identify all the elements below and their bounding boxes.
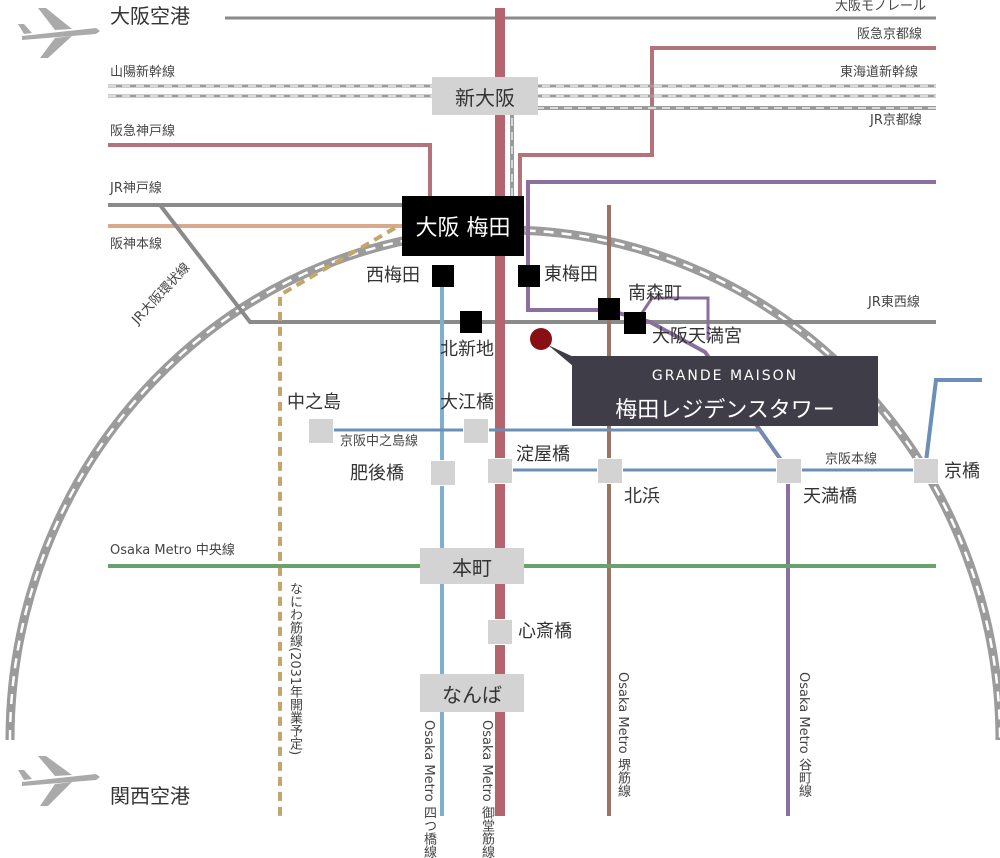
station-marker-osaka-tenmangu <box>624 312 646 334</box>
station-marker-higobashi <box>430 460 456 486</box>
line-label-hankyu-kobe: 阪急神戸線 <box>110 124 176 139</box>
line-label-tokaido-shinkansen: 東海道新幹線 <box>840 65 919 80</box>
station-label-shinsaibashi: 心斎橋 <box>518 621 572 642</box>
station-marker-minami-morimachi <box>598 298 620 320</box>
line-label-jr-tozai: JR東西線 <box>868 295 920 310</box>
line-label-keihan-nakanoshima: 京阪中之島線 <box>340 434 419 449</box>
station-label-kitashinchi: 北新地 <box>440 339 494 360</box>
jr-loop-line-dash <box>8 228 1000 741</box>
station-label-tenmabashi: 天満橋 <box>803 486 857 507</box>
airport-itami-label: 大阪空港 <box>110 4 190 28</box>
station-label-osaka-tenmangu: 大阪天満宮 <box>652 326 742 347</box>
station-osaka-umeda: 大阪 梅田 <box>402 196 524 256</box>
line-label-jr-kyoto: JR京都線 <box>870 113 922 128</box>
station-marker-higashi-umeda <box>518 265 540 287</box>
station-marker-oebashi <box>463 418 489 444</box>
line-label-midosuji: Osaka Metro 御堂筋線 <box>478 720 494 858</box>
airplane-icon <box>18 756 100 806</box>
station-marker-shinsaibashi <box>487 619 513 645</box>
station-marker-kitashinchi <box>460 311 482 333</box>
station-honmachi: 本町 <box>420 548 524 584</box>
airport-kansai-label: 関西空港 <box>110 784 190 808</box>
line-label-jr-kobe: JR神戸線 <box>110 181 162 196</box>
station-marker-nakanoshima <box>308 418 334 444</box>
line-label-sanyo-shinkansen: 山陽新幹線 <box>110 65 176 80</box>
station-label-yodoyabashi: 淀屋橋 <box>516 444 570 465</box>
property-marker <box>530 328 552 350</box>
station-label-nakanoshima: 中之島 <box>287 392 341 413</box>
hankyu-kyoto-line <box>518 46 936 196</box>
station-marker-kyobashi <box>913 458 939 484</box>
airplane-icon <box>18 8 100 58</box>
keihan-branch-line <box>923 378 982 471</box>
line-label-yotsubashi: Osaka Metro 四つ橋線 <box>420 720 436 858</box>
station-label-minami-morimachi: 南森町 <box>628 283 682 304</box>
line-label-hankyu-kyoto: 阪急京都線 <box>857 27 923 42</box>
property-callout: GRANDE MAISON 梅田レジデンスタワー <box>572 356 878 426</box>
line-label-hanshin: 阪神本線 <box>110 237 163 252</box>
property-name: 梅田レジデンスタワー <box>615 398 835 423</box>
line-label-sakaisuji: Osaka Metro 堺筋線 <box>614 672 630 797</box>
line-label-keihan-main: 京阪本線 <box>825 452 878 467</box>
station-shin-osaka: 新大阪 <box>432 77 538 115</box>
station-label-higobashi: 肥後橋 <box>350 463 404 484</box>
station-marker-tenmabashi <box>776 458 802 484</box>
station-marker-nishi-umeda <box>432 265 454 287</box>
station-label-higashi-umeda: 東梅田 <box>544 264 598 285</box>
line-label-osaka-monorail: 大阪モノレール <box>835 0 927 14</box>
station-marker-kitahama <box>597 458 623 484</box>
naniwasuji-line <box>278 226 397 816</box>
line-label-tanimachi: Osaka Metro 谷町線 <box>795 672 811 797</box>
station-label-kyobashi: 京橋 <box>944 461 980 482</box>
line-label-chuo: Osaka Metro 中央線 <box>110 543 235 558</box>
station-namba: なんば <box>420 674 524 712</box>
station-label-oebashi: 大江橋 <box>440 392 494 413</box>
station-label-nishi-umeda: 西梅田 <box>366 265 420 286</box>
station-label-kitahama: 北浜 <box>624 486 660 507</box>
line-label-naniwasuji: なにわ筋線(2031年開業予定) <box>286 582 302 756</box>
hankyu-kobe-line <box>108 143 432 196</box>
property-brand: GRANDE MAISON <box>651 368 799 384</box>
station-marker-yodoyabashi <box>487 458 513 484</box>
tanimachi-branch <box>634 296 710 340</box>
